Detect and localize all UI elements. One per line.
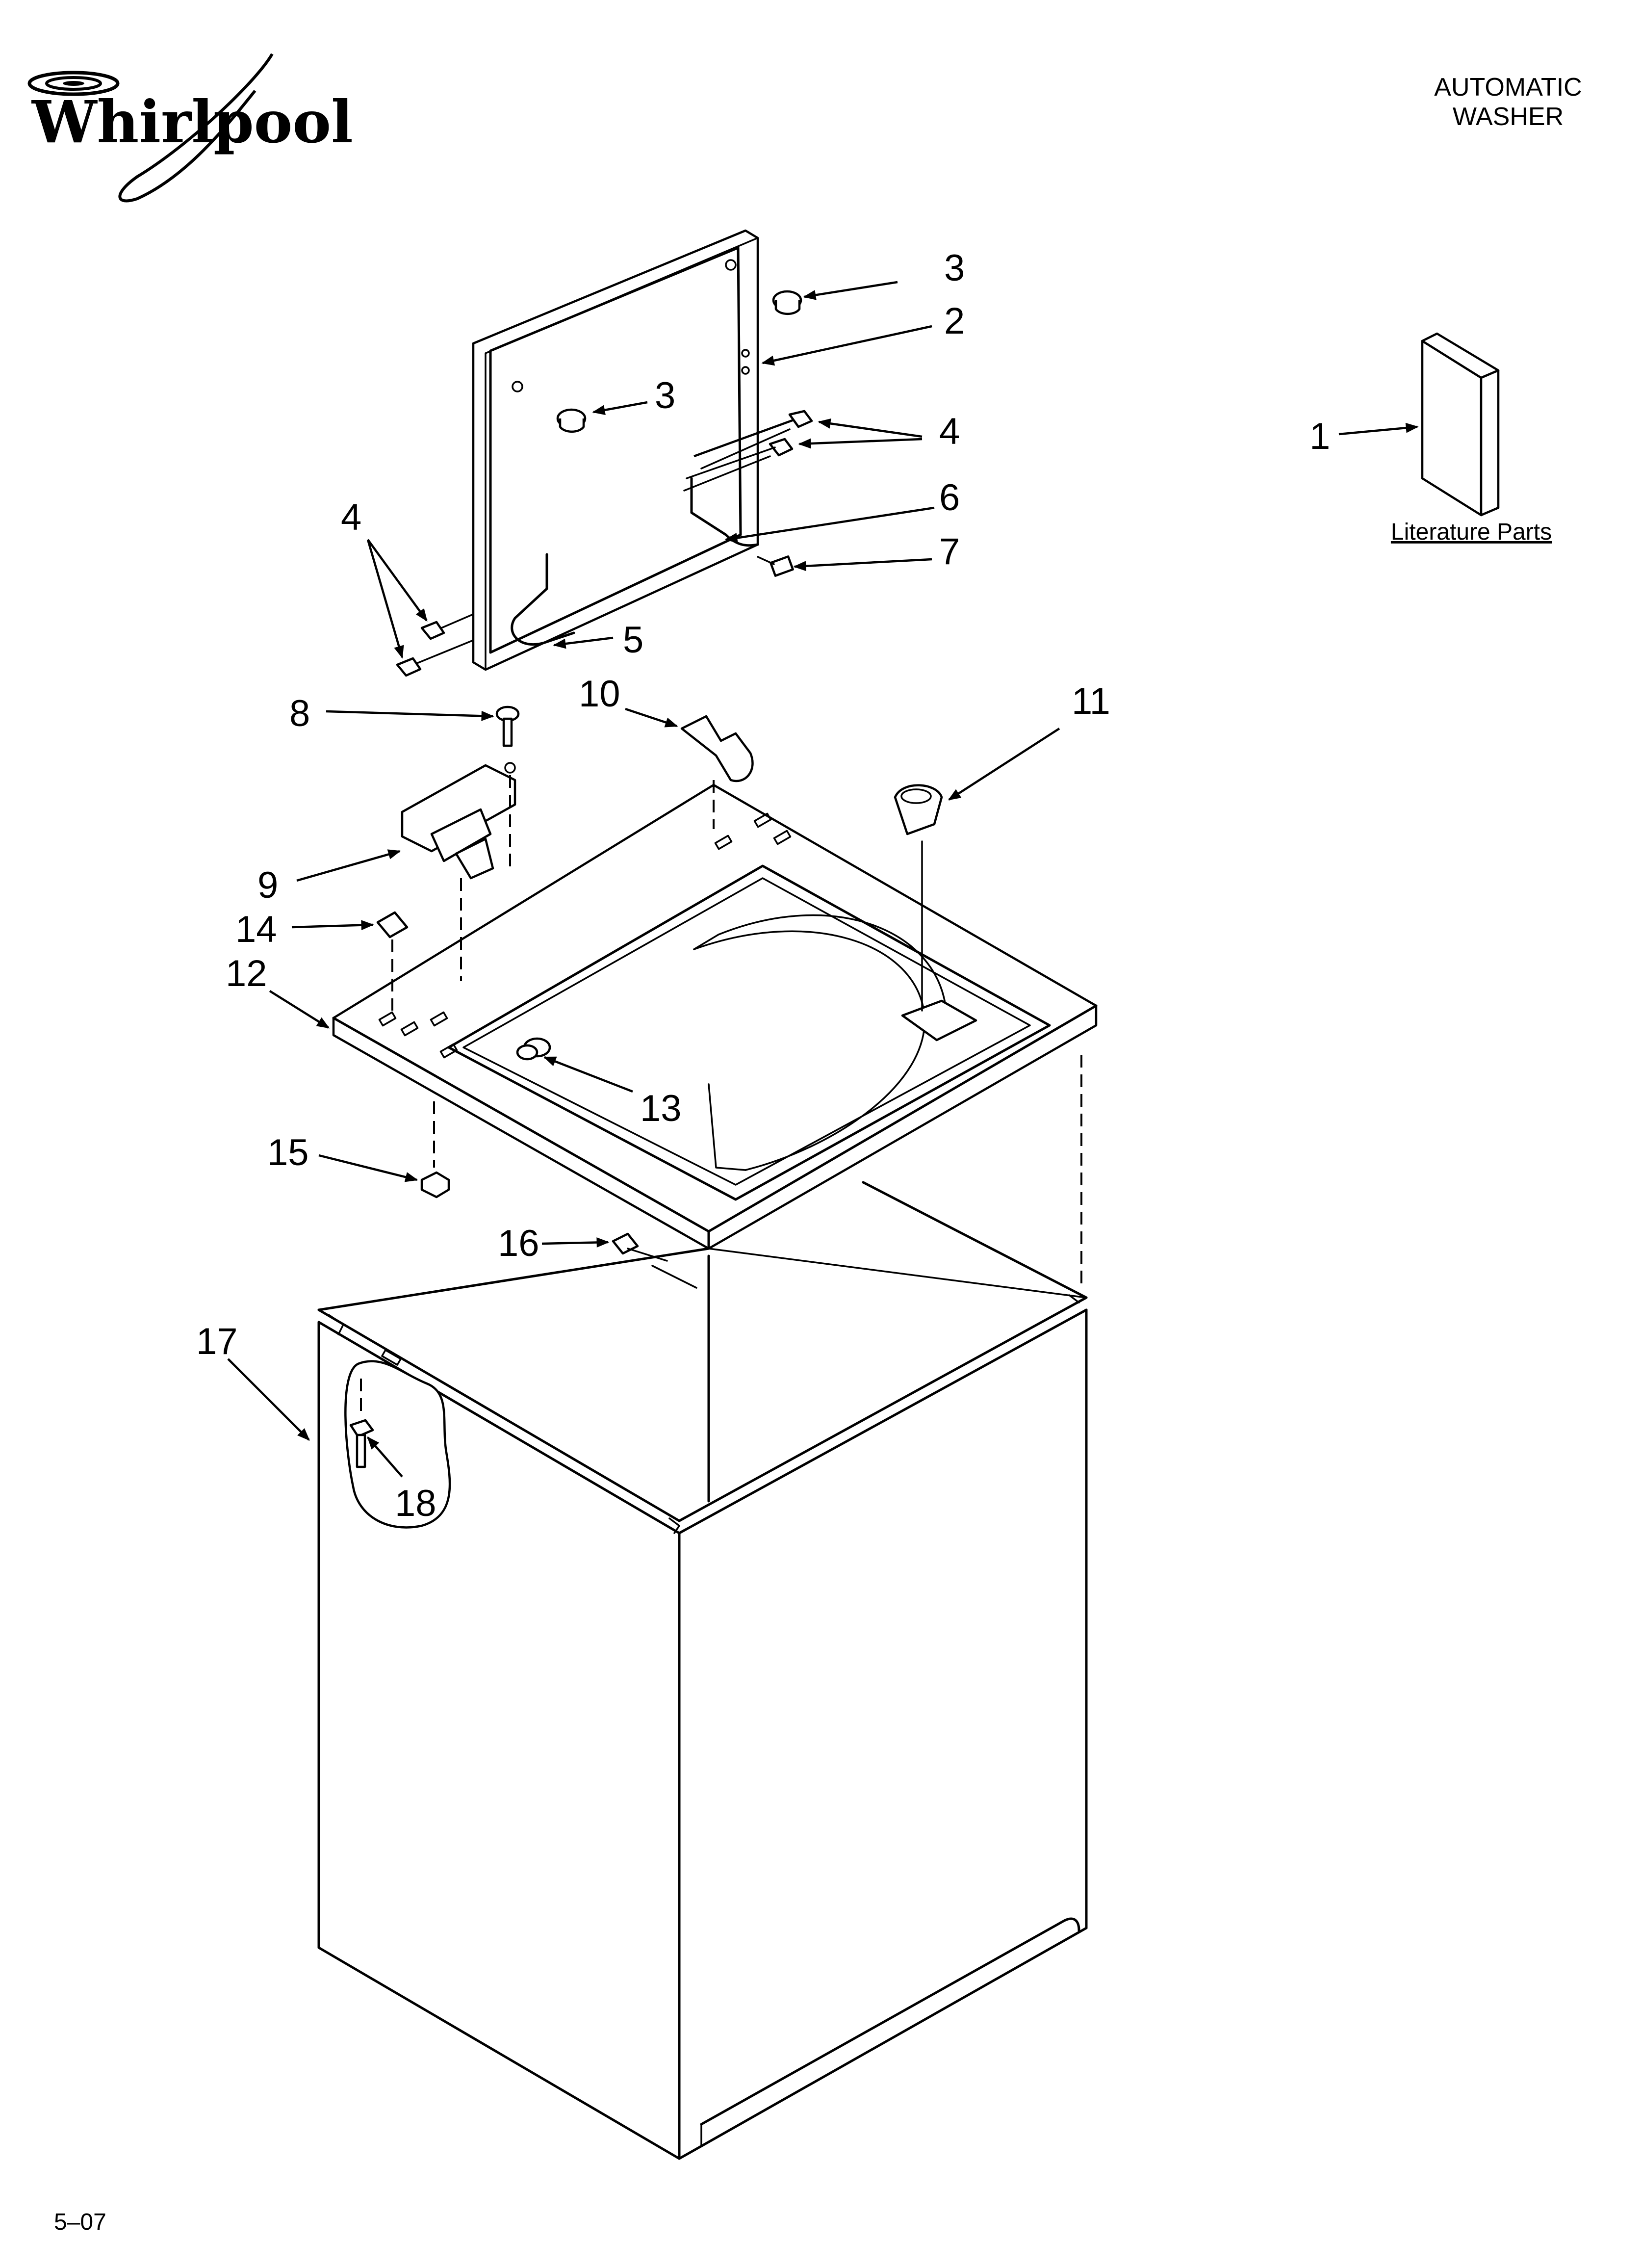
- callout-3-upper: 3: [944, 247, 965, 289]
- literature-label: Literature Parts: [1391, 519, 1552, 545]
- callout-11: 11: [1072, 680, 1110, 722]
- lid-switch: [401, 764, 516, 981]
- fill-nozzle-13: [516, 1037, 551, 1061]
- page-code: 5–07: [54, 2209, 106, 2235]
- hinge-bracket-10: [680, 715, 754, 829]
- callout-2: 2: [944, 300, 965, 342]
- screws-left: [396, 613, 474, 677]
- clip-7: [757, 555, 794, 577]
- screw-16: [612, 1232, 697, 1289]
- screw-8: [495, 705, 520, 774]
- leader-lines: [227, 281, 1060, 1478]
- callout-8: 8: [289, 693, 310, 734]
- callout-4-left: 4: [341, 496, 361, 538]
- callout-10: 10: [579, 673, 620, 715]
- callout-3-left: 3: [655, 375, 675, 417]
- callout-6: 6: [939, 477, 960, 519]
- callout-17: 17: [196, 1321, 238, 1362]
- callout-16: 16: [498, 1223, 539, 1264]
- bumper-left: [556, 408, 587, 433]
- bumper-upper: [772, 290, 802, 315]
- header-line-1: AUTOMATIC: [1434, 73, 1582, 102]
- bleach-funnel-11: [894, 784, 943, 1012]
- callout-12: 12: [226, 953, 267, 994]
- callout-4-right: 4: [939, 411, 960, 452]
- nut-15: [420, 1101, 450, 1199]
- callout-9: 9: [257, 864, 278, 906]
- callout-1: 1: [1309, 416, 1330, 457]
- screws-right: [683, 410, 813, 492]
- callout-labels: 3 2 3 4 6 7 4 5 8 10 11 9 14 12 13 15 16…: [196, 247, 1110, 1524]
- literature-booklet: Literature Parts 1: [1309, 332, 1552, 545]
- callout-14: 14: [235, 909, 277, 950]
- logo-swoosh-icon: [118, 53, 274, 203]
- header-line-2: WASHER: [1453, 103, 1564, 131]
- callout-15: 15: [267, 1132, 309, 1173]
- cabinet: [317, 1181, 1088, 2160]
- callout-13: 13: [640, 1088, 682, 1129]
- callout-18: 18: [395, 1483, 436, 1524]
- hinge-rod-left: [511, 553, 575, 646]
- header: AUTOMATIC WASHER: [1434, 73, 1582, 131]
- logo-swirl-icon: [27, 71, 120, 96]
- callout-7: 7: [939, 531, 960, 573]
- lid-frame: [472, 229, 759, 671]
- screw-18: [349, 1379, 374, 1468]
- clip-14: [376, 911, 409, 1011]
- callout-5: 5: [623, 619, 643, 661]
- brand-name: Whirlpool: [31, 88, 353, 156]
- whirlpool-logo: Whirlpool: [27, 53, 353, 203]
